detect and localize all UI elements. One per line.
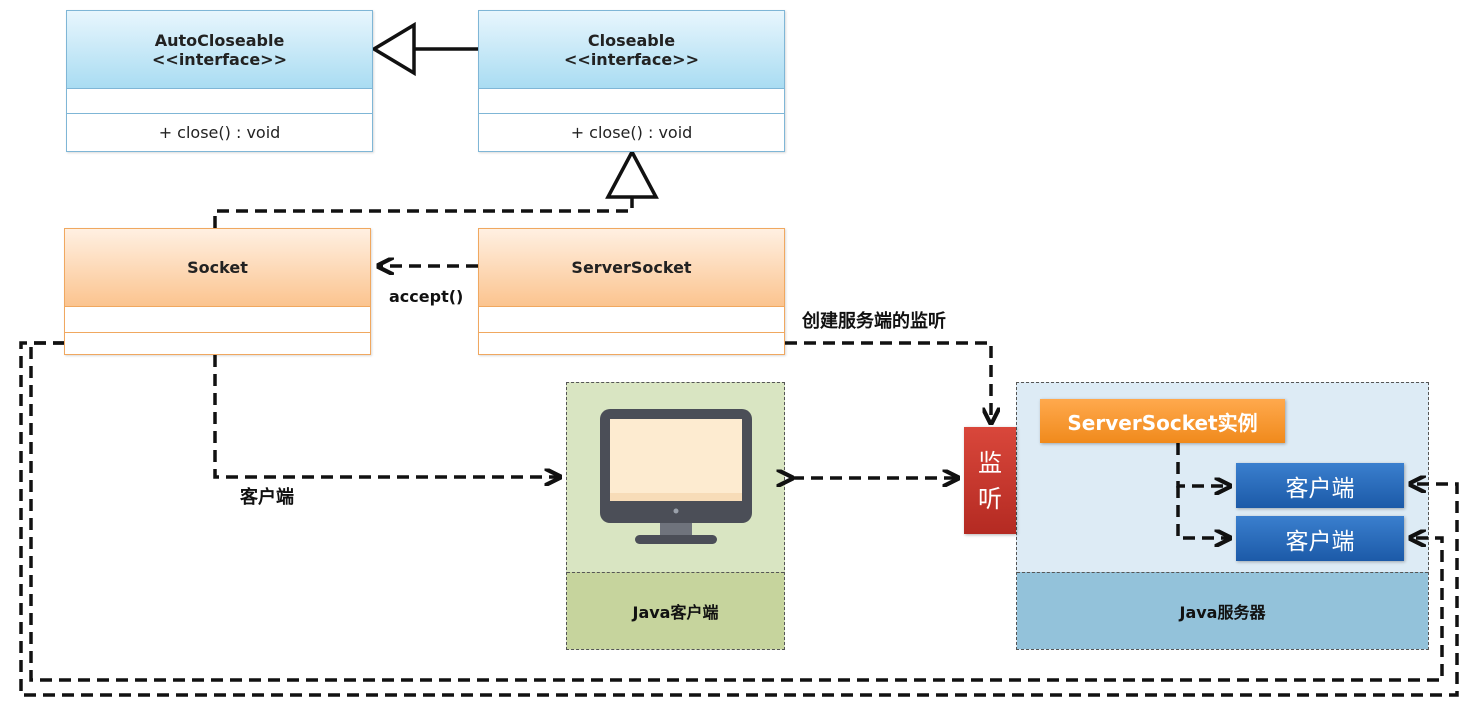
serversocket-attributes: [479, 307, 784, 333]
java-client-panel-title: Java客户端: [567, 572, 784, 649]
autocloseable-name: AutoCloseable: [154, 30, 285, 50]
socket-methods: [65, 333, 370, 354]
serversocket-class: ServerSocket: [478, 228, 785, 355]
java-server-panel-title: Java服务器: [1017, 572, 1428, 649]
inheritance-triangle-up: [605, 148, 659, 199]
socket-name: Socket: [187, 258, 248, 277]
create-listen-label: 创建服务端的监听: [802, 311, 946, 332]
instance-to-client1: [1176, 443, 1230, 486]
server-client-box-2: 客户端: [1236, 516, 1404, 561]
accept-label: accept(): [389, 287, 464, 306]
listen-box: 监 听: [964, 427, 1016, 534]
socket-loop-inner: [29, 341, 1444, 682]
closeable-header: Closeable <<interface>>: [479, 11, 784, 89]
closeable-method: + close() : void: [570, 123, 693, 142]
closeable-attributes: [479, 89, 784, 114]
serversocket-name: ServerSocket: [571, 258, 692, 277]
socket-attributes: [65, 307, 370, 333]
serversocket-methods: [479, 333, 784, 354]
socket-header: Socket: [65, 229, 370, 307]
socket-to-client: [213, 355, 560, 477]
closeable-class: Closeable <<interface>> + close() : void: [478, 10, 785, 152]
monitor-icon: [600, 409, 752, 544]
autocloseable-method: + close() : void: [158, 123, 281, 142]
socket-class: Socket: [64, 228, 371, 355]
server-client-box-1: 客户端: [1236, 463, 1404, 508]
inheritance-triangle-left: [370, 21, 416, 77]
instance-to-client2: [1176, 486, 1230, 538]
serversocket-instance: ServerSocket实例: [1040, 399, 1285, 443]
client-label: 客户端: [240, 487, 294, 508]
closeable-name: Closeable: [587, 30, 676, 50]
autocloseable-attributes: [67, 89, 372, 114]
socket-loop-outer: [19, 341, 1459, 697]
listen-char-2: 听: [978, 484, 1002, 513]
listen-char-1: 监: [978, 448, 1002, 477]
java-client-panel: Java客户端: [566, 382, 785, 650]
autocloseable-header: AutoCloseable <<interface>>: [67, 11, 372, 89]
implements-line: [213, 197, 634, 228]
serversocket-header: ServerSocket: [479, 229, 784, 307]
autocloseable-class: AutoCloseable <<interface>> + close() : …: [66, 10, 373, 152]
serversocket-to-listen: [785, 341, 991, 423]
autocloseable-stereotype: <<interface>>: [152, 49, 287, 69]
closeable-stereotype: <<interface>>: [564, 49, 699, 69]
